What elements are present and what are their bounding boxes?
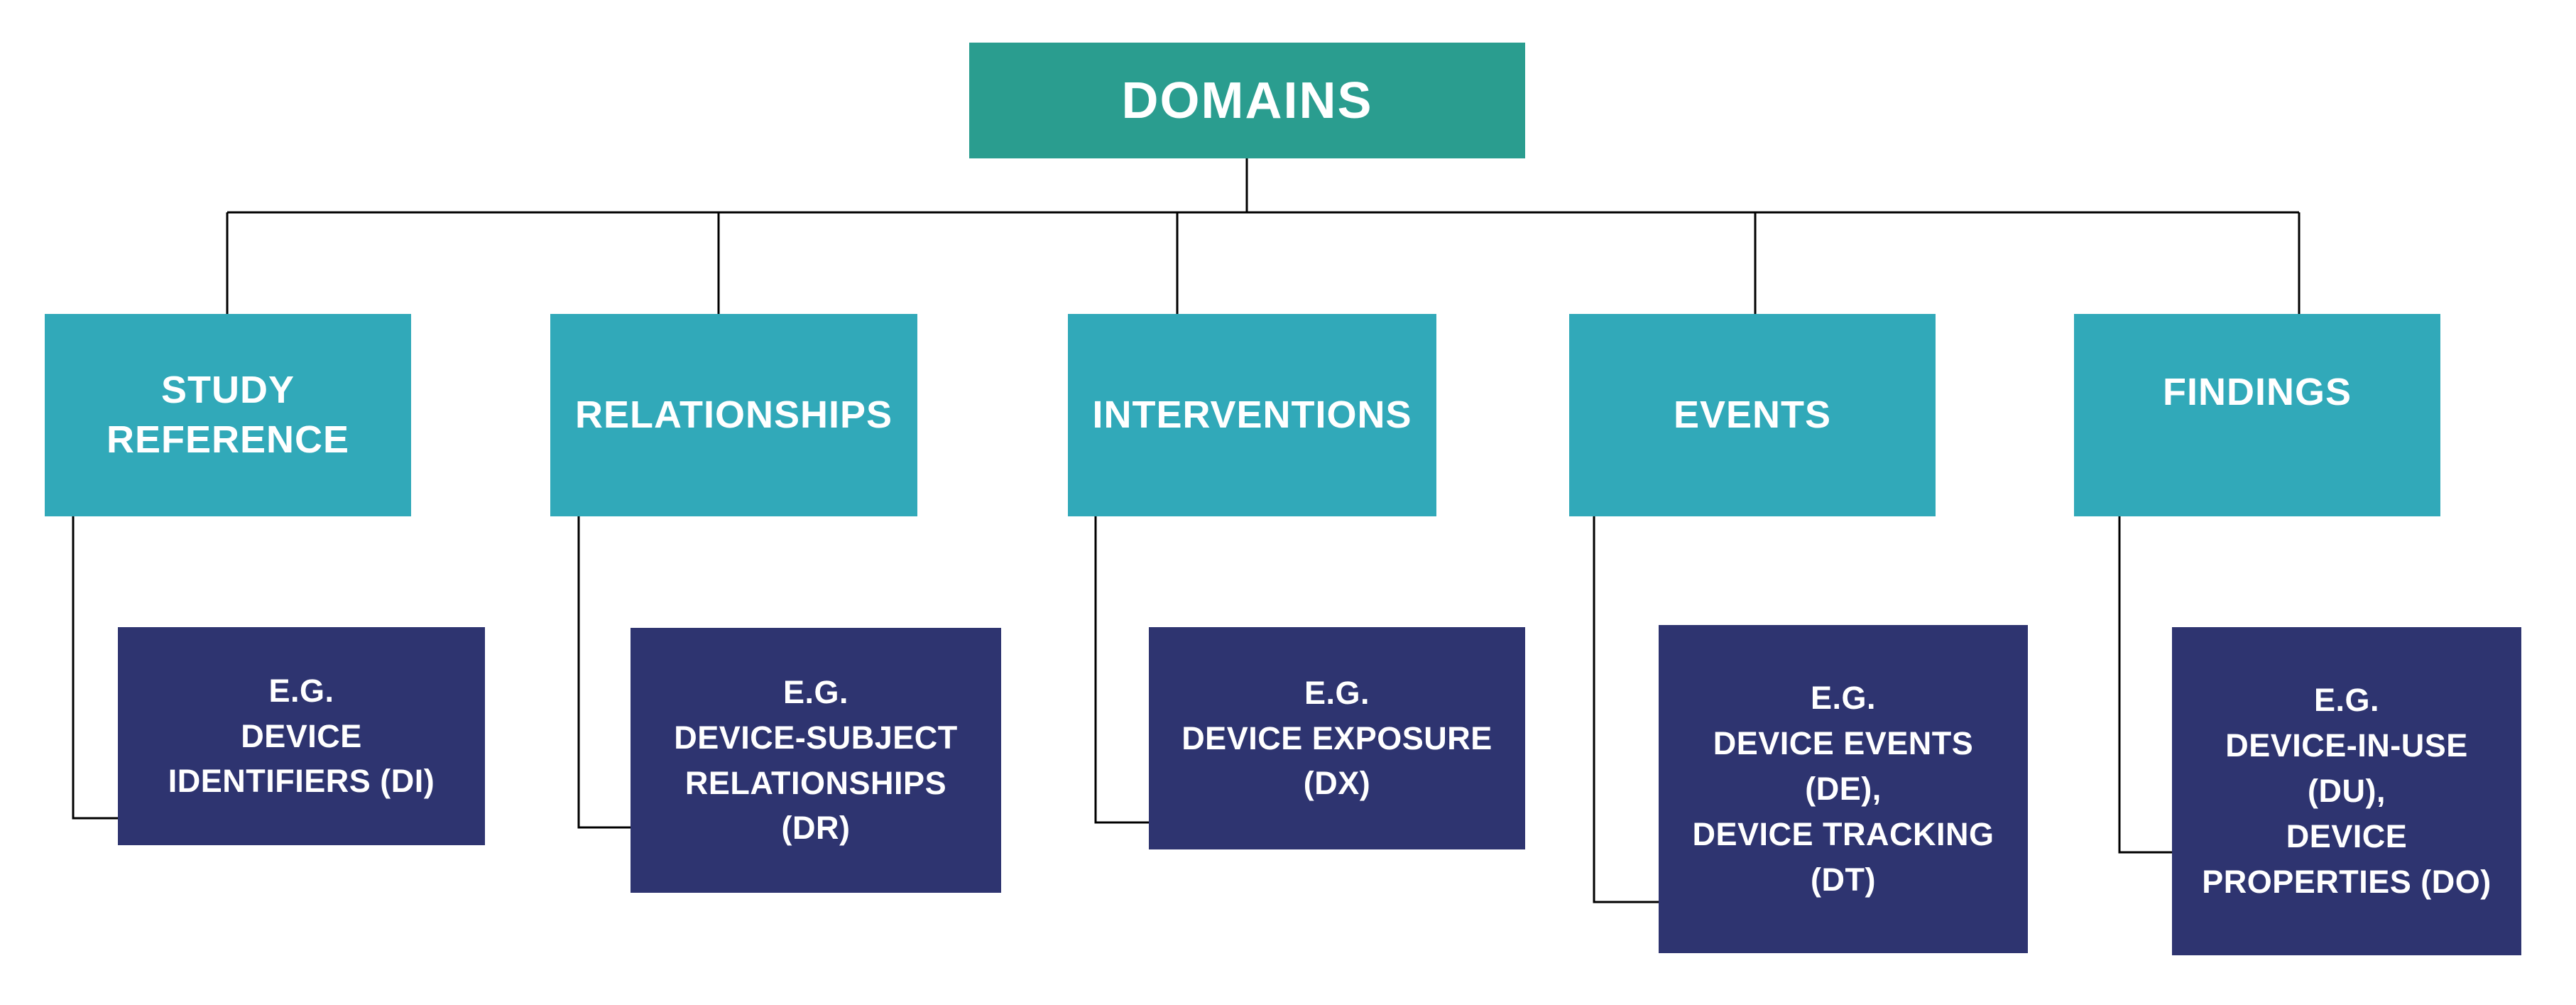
example-line: PROPERTIES (DO): [2202, 863, 2492, 900]
example-box-device-events-tracking: E.G. DEVICE EVENTS (DE), DEVICE TRACKING…: [1659, 625, 2028, 953]
root-box-domains: DOMAINS: [969, 43, 1525, 158]
branch-box-interventions: INTERVENTIONS: [1068, 314, 1436, 516]
branch-label-relationships: RELATIONSHIPS: [574, 393, 893, 436]
branch-box-relationships: RELATIONSHIPS: [550, 314, 917, 516]
branch-label-findings: FINDINGS: [2162, 370, 2352, 413]
connector-elbow-events-example: [1593, 516, 1659, 903]
connector-elbow-findings-example: [2118, 516, 2172, 854]
example-line: (DE),: [1805, 771, 1882, 808]
example-line: IDENTIFIERS (DI): [168, 763, 435, 800]
example-line: DEVICE: [2286, 817, 2408, 854]
branch-label-interventions: INTERVENTIONS: [1092, 393, 1412, 436]
branch-box-study-reference: STUDY REFERENCE: [45, 314, 411, 516]
example-line: DEVICE EXPOSURE: [1181, 719, 1492, 756]
example-line: DEVICE-IN-USE: [2225, 727, 2468, 764]
branch-box-findings: FINDINGS: [2074, 314, 2440, 516]
example-line: (DU),: [2308, 773, 2386, 810]
example-line: (DR): [781, 810, 851, 847]
example-box-device-in-use-properties: E.G. DEVICE-IN-USE (DU), DEVICE PROPERTI…: [2172, 627, 2521, 955]
branch-label-events: EVENTS: [1673, 393, 1832, 436]
example-line: (DX): [1303, 765, 1371, 802]
example-line: DEVICE TRACKING: [1692, 815, 1994, 852]
example-line: RELATIONSHIPS: [684, 764, 947, 801]
example-line: (DT): [1811, 861, 1876, 898]
example-line: E.G.: [1810, 680, 1877, 717]
example-line: DEVICE-SUBJECT: [674, 719, 958, 756]
example-box-device-exposure: E.G. DEVICE EXPOSURE (DX): [1149, 627, 1525, 849]
example-line: E.G.: [268, 672, 334, 709]
example-line: DEVICE EVENTS: [1713, 725, 1974, 762]
connector-elbow-relationships-example: [577, 516, 631, 829]
root-label: DOMAINS: [1121, 72, 1373, 129]
connector-elbow-interventions-example: [1094, 516, 1149, 824]
connector-elbow-study-reference-example: [72, 516, 118, 820]
example-line: DEVICE: [241, 717, 362, 754]
example-line: E.G.: [1304, 674, 1370, 711]
branch-box-events: EVENTS: [1569, 314, 1936, 516]
branch-label-study-reference: STUDY REFERENCE: [106, 369, 350, 461]
example-line: E.G.: [782, 673, 849, 710]
example-box-device-identifiers: E.G. DEVICE IDENTIFIERS (DI): [118, 627, 485, 845]
example-box-device-subject-relationships: E.G. DEVICE-SUBJECT RELATIONSHIPS (DR): [631, 628, 1001, 893]
example-line: E.G.: [2313, 682, 2380, 719]
